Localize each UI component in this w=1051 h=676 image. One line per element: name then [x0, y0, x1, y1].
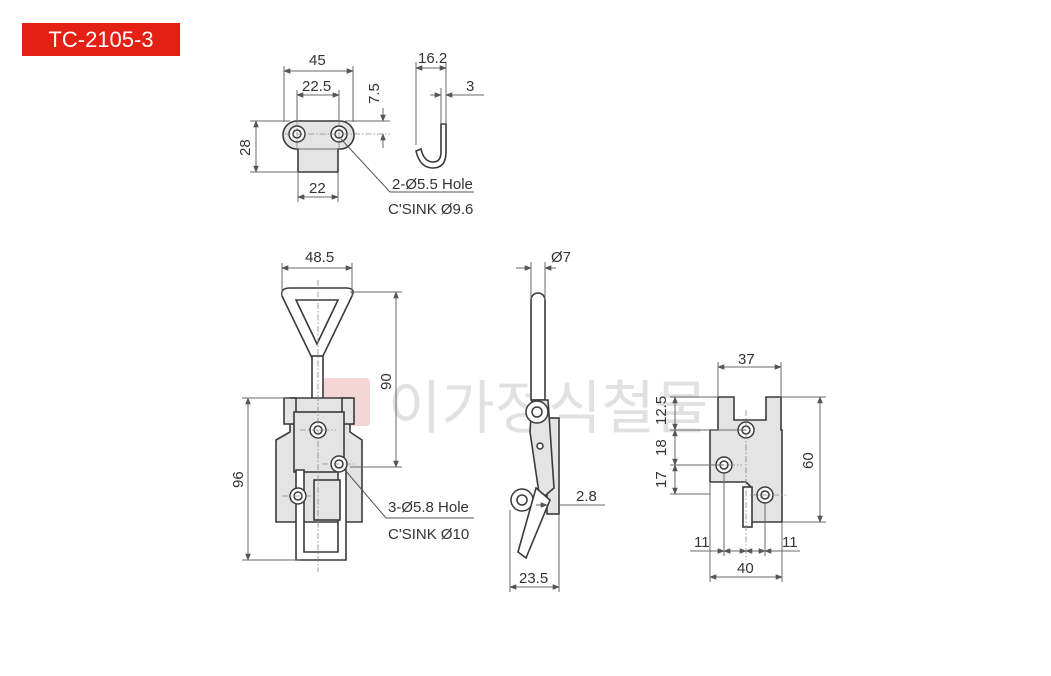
dim-keeper-d1: 12.5: [653, 396, 670, 425]
dim-side-thick: 2.8: [576, 488, 597, 505]
note-mid-csink: C'SINK Ø10: [388, 526, 469, 543]
dim-keeper-d2: 18: [653, 439, 670, 456]
handle-triangle-inner: [294, 299, 340, 346]
note-top-holes: 2-Ø5.5 Hole: [392, 176, 473, 193]
top-view-catch-plate: [282, 120, 390, 173]
dim-top-height: 28: [237, 139, 254, 156]
side-lever: [529, 399, 555, 502]
dim-front-width: 48.5: [305, 249, 334, 266]
dim-side-dia: Ø7: [551, 249, 571, 266]
dim-top-base: 22: [309, 180, 326, 197]
dim-keeper-height: 60: [800, 452, 817, 469]
dim-keeper-span: 40: [737, 560, 754, 577]
hook-side-view: [415, 123, 447, 169]
dim-keeper-d3: 17: [653, 471, 670, 488]
hook-profile: [415, 123, 447, 169]
note-mid-holes: 3-Ø5.8 Hole: [388, 499, 469, 516]
dim-keeper-width: 37: [738, 351, 755, 368]
hook-dimensions: 16.2 3: [415, 50, 484, 145]
dim-hook-width: 16.2: [418, 50, 447, 67]
model-badge: TC-2105-3: [22, 23, 180, 56]
top-view-dimensions: 45 22.5 7.5 28 22 2-Ø5.5 Hole C'SINK Ø9.…: [237, 52, 474, 218]
side-view-dimensions: Ø7 2.8 23.5: [509, 249, 605, 592]
dim-front-handle: 90: [378, 373, 395, 390]
front-view-latch: [275, 280, 363, 572]
dim-top-width: 45: [309, 52, 326, 69]
leader-front-holes: [344, 469, 474, 519]
dim-top-offset: 7.5: [366, 83, 383, 104]
keeper-strike: [742, 486, 753, 528]
side-pivot-inner: [531, 406, 543, 418]
side-handle-rod: [530, 292, 546, 401]
dim-keeper-left: 11: [694, 534, 710, 551]
front-view-dimensions: 48.5 90 96 3-Ø5.8 Hole C'SINK Ø10: [230, 249, 474, 561]
keeper-plate-view: [706, 396, 786, 560]
dim-keeper-right: 11: [782, 534, 798, 551]
leader-top-holes: [340, 138, 474, 193]
side-bail-inner: [516, 494, 528, 506]
dim-front-height: 96: [230, 471, 247, 488]
side-view-latch: [510, 292, 560, 560]
dim-hook-thick: 3: [466, 78, 474, 95]
base-lug-right: [341, 397, 355, 425]
keeper-dimensions: 37 12.5 18 17 60 11 11 40: [653, 351, 826, 582]
note-top-csink: C'SINK Ø9.6: [388, 201, 473, 218]
dim-top-pitch: 22.5: [302, 78, 331, 95]
dim-side-depth: 23.5: [519, 570, 548, 587]
side-rivet: [536, 442, 544, 450]
